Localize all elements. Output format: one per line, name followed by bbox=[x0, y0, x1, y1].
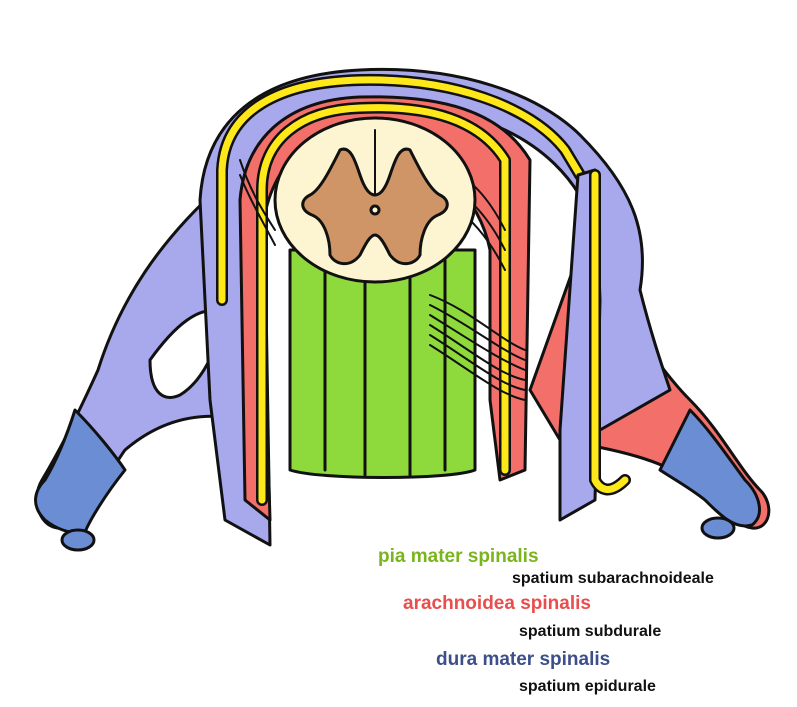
label-subarachnoid-space: spatium subarachnoideale bbox=[512, 571, 714, 587]
label-subdural-space: spatium subdurale bbox=[519, 624, 661, 640]
label-arachnoid: arachnoidea spinalis bbox=[403, 594, 591, 613]
label-pia-mater: pia mater spinalis bbox=[378, 547, 539, 566]
right-nerve-stump bbox=[702, 518, 734, 538]
central-canal-icon bbox=[371, 206, 379, 214]
label-dura-mater: dura mater spinalis bbox=[436, 650, 610, 669]
pia-mater-column bbox=[290, 250, 475, 478]
left-nerve-stump bbox=[62, 530, 94, 550]
label-epidural-space: spatium epidurale bbox=[519, 679, 656, 695]
